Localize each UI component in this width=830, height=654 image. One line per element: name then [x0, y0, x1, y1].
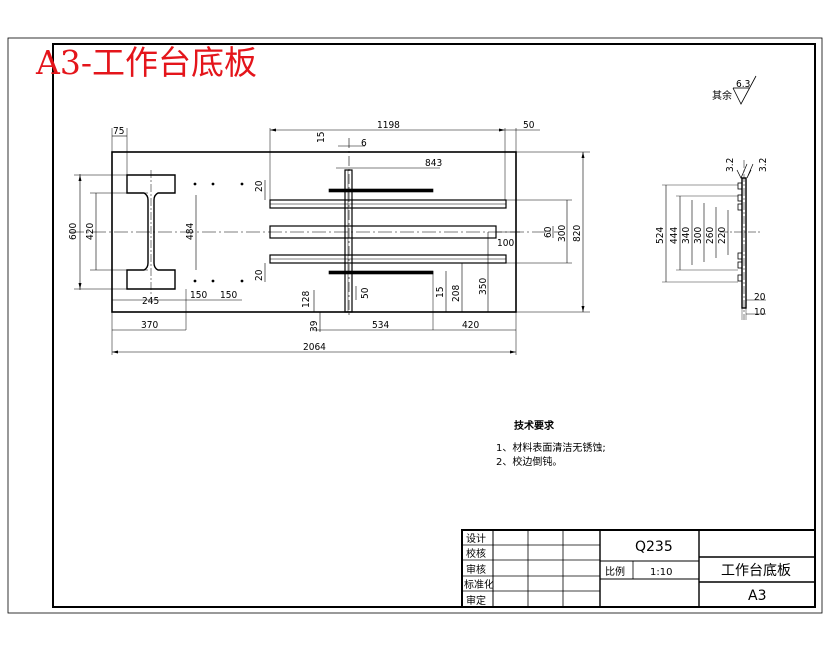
rib-top — [328, 188, 434, 193]
svg-text:设计: 设计 — [466, 532, 486, 545]
title-block-text: 设计 校核 审核 标准化 审定 Q235 比例 1:10 工作台底板 A3 — [464, 532, 791, 607]
side-view — [662, 160, 766, 320]
svg-text:15: 15 — [316, 132, 327, 143]
i-beam-section — [126, 174, 176, 290]
svg-text:245: 245 — [142, 296, 159, 307]
svg-text:524: 524 — [655, 227, 666, 244]
svg-text:300: 300 — [693, 227, 704, 244]
svg-text:370: 370 — [141, 320, 158, 331]
svg-text:444: 444 — [669, 227, 680, 244]
svg-text:100: 100 — [497, 238, 514, 249]
svg-text:6: 6 — [361, 138, 367, 149]
mounting-holes — [193, 182, 244, 283]
svg-text:6.3: 6.3 — [736, 79, 750, 90]
svg-text:15: 15 — [435, 287, 446, 298]
svg-text:2、校边倒钝。: 2、校边倒钝。 — [496, 455, 562, 468]
svg-text:39: 39 — [309, 320, 320, 332]
inner-border — [52, 43, 816, 608]
svg-text:技术要求: 技术要求 — [514, 419, 555, 432]
side-dimension-labels: 524 444 340 300 260 220 20 10 3.2 3.2 — [655, 158, 769, 318]
svg-text:比例: 比例 — [605, 565, 625, 578]
svg-text:20: 20 — [754, 292, 766, 303]
svg-text:A3: A3 — [748, 588, 766, 604]
svg-text:20: 20 — [254, 269, 265, 281]
svg-text:208: 208 — [451, 285, 462, 302]
svg-text:3.2: 3.2 — [725, 158, 736, 172]
title-block — [461, 529, 816, 608]
svg-text:534: 534 — [372, 320, 389, 331]
svg-text:484: 484 — [185, 223, 196, 240]
svg-text:300: 300 — [557, 225, 568, 242]
technical-requirements: 技术要求 1、材料表面清洁无锈蚀; 2、校边倒钝。 — [496, 419, 606, 468]
svg-text:350: 350 — [478, 278, 489, 295]
front-dimension-labels: 1198 50 75 6 843 15 600 420 484 20 20 10… — [68, 120, 583, 353]
roughness-symbol: 其余 6.3 — [712, 75, 757, 105]
outer-border — [7, 37, 823, 614]
svg-text:60: 60 — [543, 226, 554, 238]
svg-text:843: 843 — [425, 158, 442, 169]
svg-text:标准化: 标准化 — [464, 578, 494, 591]
svg-text:150: 150 — [220, 290, 237, 301]
svg-text:10: 10 — [754, 307, 766, 318]
svg-text:420: 420 — [462, 320, 479, 331]
svg-text:其余: 其余 — [712, 89, 732, 102]
svg-text:75: 75 — [113, 126, 124, 137]
front-view — [70, 128, 590, 355]
svg-text:128: 128 — [301, 291, 312, 308]
svg-text:150: 150 — [190, 290, 207, 301]
svg-text:审定: 审定 — [466, 594, 486, 607]
vertical-plate — [344, 169, 353, 313]
svg-text:1198: 1198 — [377, 120, 400, 131]
svg-text:220: 220 — [717, 227, 728, 244]
svg-text:1:10: 1:10 — [650, 567, 672, 578]
svg-text:2064: 2064 — [303, 342, 326, 353]
dimension-arrows — [78, 128, 585, 354]
svg-text:260: 260 — [705, 227, 716, 244]
svg-text:820: 820 — [572, 225, 583, 242]
svg-text:20: 20 — [254, 180, 265, 192]
svg-text:3.2: 3.2 — [758, 158, 769, 172]
svg-text:420: 420 — [85, 223, 96, 240]
svg-text:工作台底板: 工作台底板 — [721, 563, 791, 579]
svg-text:340: 340 — [681, 227, 692, 244]
svg-text:校核: 校核 — [466, 547, 486, 560]
svg-text:600: 600 — [68, 223, 79, 240]
svg-text:50: 50 — [360, 287, 371, 299]
svg-text:1、材料表面清洁无锈蚀;: 1、材料表面清洁无锈蚀; — [496, 441, 606, 454]
sheet-title: A3-工作台底板 — [35, 43, 257, 82]
svg-text:Q235: Q235 — [635, 539, 673, 555]
svg-text:审核: 审核 — [466, 563, 486, 576]
svg-text:50: 50 — [523, 120, 535, 131]
